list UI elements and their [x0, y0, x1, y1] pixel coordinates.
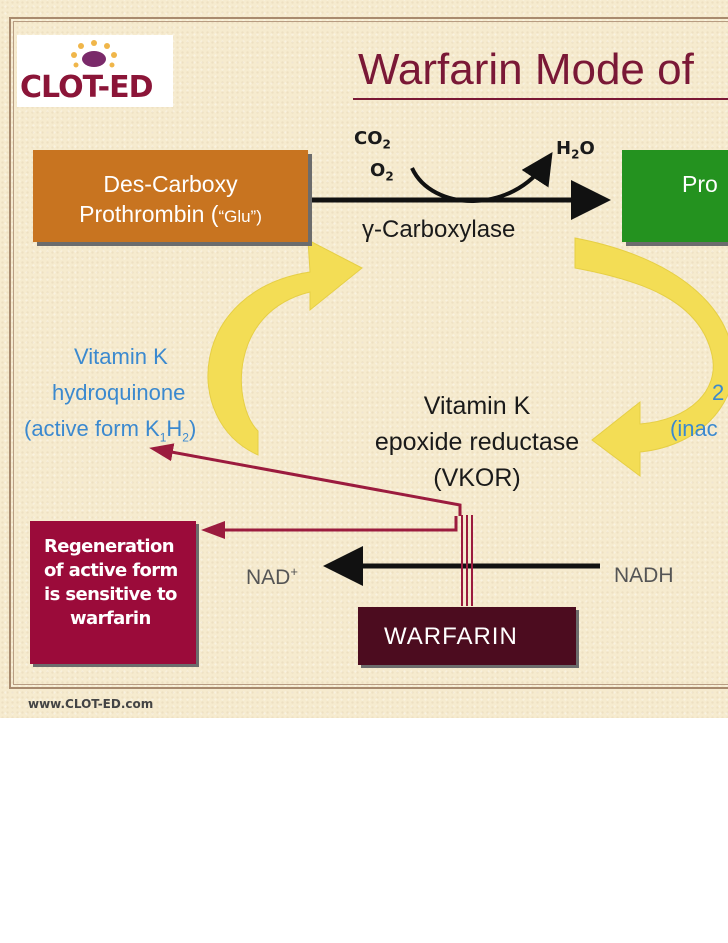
- footer-url: www.CLOT-ED.com: [28, 697, 154, 711]
- pathway-diagram: [149, 151, 728, 606]
- regeneration-box: Regeneration of active form is sensitive…: [30, 521, 196, 664]
- vitamin-k-label: Vitamin K: [74, 344, 168, 369]
- vkor-label-line3: (VKOR): [433, 464, 521, 492]
- vkor-label-line1: Vitamin K: [423, 392, 531, 420]
- des-carboxy-prothrombin-box: Des-Carboxy Prothrombin (“Glu”): [33, 150, 308, 242]
- co2-h2o-curve: [410, 151, 553, 203]
- nadh-label: NADH: [614, 564, 674, 587]
- des-carboxy-label-line2: Prothrombin (“Glu”): [79, 201, 262, 227]
- sunburst-icon: [71, 40, 117, 68]
- nad-label: NAD+: [246, 564, 298, 589]
- des-carboxy-label: Des-Carboxy: [103, 171, 238, 197]
- slide-frame: [9, 17, 728, 689]
- active-form-label: (active form K1H2): [24, 416, 197, 445]
- regeneration-line-1: Regeneration: [44, 536, 175, 557]
- slide-inner-frame: [13, 21, 728, 685]
- vkor-label-line2: epoxide reductase: [374, 428, 580, 456]
- regeneration-line-3: is sensitive to: [44, 584, 177, 605]
- regeneration-line-4: warfarin: [70, 608, 151, 629]
- inactive-form-label-partial: (inac: [670, 416, 718, 441]
- o2-label: O2: [370, 160, 394, 184]
- clot-ed-logo: CLOT-ED: [17, 35, 173, 107]
- warfarin-box: WARFARIN: [358, 607, 576, 665]
- epoxide-label-partial: 2: [712, 380, 725, 405]
- vkor-to-vitamin-k-arrow: [149, 443, 462, 516]
- h2o-label: H2O: [556, 138, 595, 162]
- title-underline: [353, 98, 728, 100]
- right-cycle-arrow: [574, 237, 728, 477]
- regeneration-line-2: of active form: [44, 560, 178, 581]
- gamma-carboxylase-label: γ-Carboxylase: [362, 216, 516, 243]
- logo-text: CLOT-ED: [20, 70, 153, 105]
- co2-label: CO2: [354, 128, 391, 152]
- slide: CLOT-ED Warfarin Mode of: [0, 0, 728, 718]
- prothrombin-box: Pro: [622, 150, 728, 242]
- hydroquinone-label: hydroquinone: [52, 380, 186, 405]
- vkor-to-regeneration-arrow: [201, 516, 458, 539]
- page-title: Warfarin Mode of: [358, 45, 694, 94]
- left-cycle-arrow: [207, 239, 363, 456]
